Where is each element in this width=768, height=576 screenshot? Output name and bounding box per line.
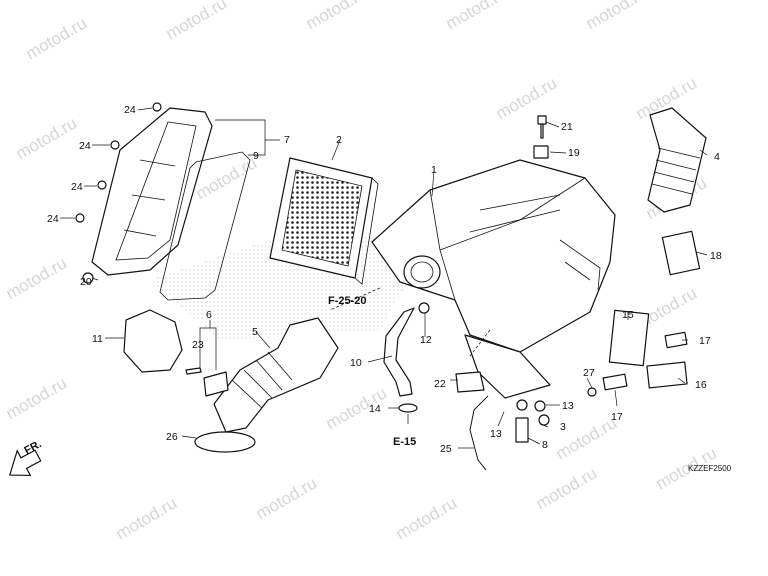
callout-10: 10 (350, 357, 362, 369)
seal-17b (602, 373, 628, 391)
bolt-21 (537, 115, 547, 139)
seal-16 (646, 361, 688, 389)
watermark-text: motod.ru (303, 0, 371, 33)
watermark-text: motod.ru (583, 0, 651, 33)
callout-15: 15 (622, 309, 634, 321)
callout-20: 20 (80, 276, 92, 288)
connecting-tube (213, 317, 339, 433)
watermark-text: motod.ru (253, 473, 321, 523)
callout-2: 2 (336, 134, 342, 146)
sensor-19 (533, 145, 549, 159)
callout-7: 7 (284, 134, 290, 146)
clip-12 (418, 302, 430, 314)
callout-18: 18 (710, 250, 722, 262)
callout-14: 14 (369, 403, 381, 415)
bolt-23 (185, 367, 202, 375)
clip-13b (534, 400, 546, 412)
gasket (159, 151, 251, 301)
callout-24: 24 (79, 140, 91, 152)
callout-19: 19 (568, 147, 580, 159)
leader-lines (60, 107, 708, 449)
callout-17: 17 (699, 335, 711, 347)
callout-13: 13 (490, 428, 502, 440)
callout-22: 22 (434, 378, 446, 390)
watermark-text: motod.ru (3, 253, 71, 303)
drain-tube (383, 307, 415, 397)
bolt-27 (587, 387, 597, 397)
cap-3 (538, 414, 550, 426)
watermark-text: motod.ru (163, 0, 231, 43)
chamber (123, 309, 183, 373)
callout-1: 1 (431, 164, 437, 176)
front-direction-arrow: FR. (8, 438, 44, 477)
seal-15 (608, 309, 650, 367)
callout-25: 25 (440, 443, 452, 455)
callout-17: 17 (611, 411, 623, 423)
watermark-text: motod.ru (113, 493, 181, 543)
callout-26: 26 (166, 431, 178, 443)
callouts: 24 24 24 24 7 9 2 1 4 21 19 18 20 11 6 2… (47, 104, 722, 455)
drain-tube-lower (469, 395, 489, 471)
watermark-text: motod.ru (23, 13, 91, 63)
callout-4: 4 (714, 151, 720, 163)
watermark-text: motod.ru (443, 0, 511, 33)
callout-24: 24 (47, 213, 59, 225)
air-cleaner-case (371, 159, 616, 399)
callout-5: 5 (252, 326, 258, 338)
cross-ref-f-25-20: F-25-20 (328, 295, 367, 307)
cross-ref-e-15: E-15 (393, 436, 416, 448)
seal-17a (664, 331, 688, 349)
air-filter-element (269, 157, 379, 285)
air-cleaner-cover (91, 107, 213, 276)
screws-24 (75, 102, 162, 223)
plug-8 (515, 417, 529, 443)
callout-27: 27 (583, 367, 595, 379)
clip-14 (398, 403, 418, 413)
callout-11: 11 (92, 333, 103, 345)
callout-21: 21 (561, 121, 573, 133)
watermark-text: motod.ru (533, 463, 601, 513)
bracket-18 (661, 230, 701, 276)
watermark-text: motod.ru (393, 493, 461, 543)
inlet-duct (647, 107, 707, 213)
front-arrow-label: FR. (22, 438, 43, 457)
callout-9: 9 (253, 150, 259, 162)
band (194, 431, 256, 453)
callout-24: 24 (124, 104, 136, 116)
callout-16: 16 (695, 379, 707, 391)
callout-6: 6 (206, 309, 212, 321)
callout-12: 12 (420, 334, 432, 346)
callout-24: 24 (71, 181, 83, 193)
callout-3: 3 (560, 421, 566, 433)
watermark-text: motod.ru (3, 373, 71, 423)
callout-23: 23 (192, 339, 204, 351)
clip-13a (516, 399, 528, 411)
tube-22 (455, 371, 485, 393)
watermark-text: motod.ru (493, 73, 561, 123)
callout-8: 8 (542, 439, 548, 451)
callout-13: 13 (562, 400, 574, 412)
clamp (203, 371, 229, 397)
watermark-text: motod.ru (13, 113, 81, 163)
diagram-code: KZZEF2500 (688, 464, 732, 473)
